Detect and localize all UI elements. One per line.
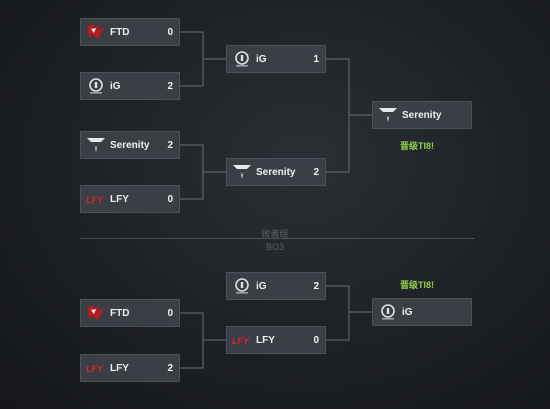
team-name: iG xyxy=(256,53,267,65)
upper-r1-slot-ftd[interactable]: FTD 0 xyxy=(80,18,180,46)
serenity-logo-icon xyxy=(85,135,107,155)
ig-logo-icon xyxy=(231,49,253,69)
lfy-logo-icon: LFY xyxy=(85,189,107,209)
lfy-logo-icon: LFY xyxy=(231,330,253,350)
upper-r2-slot-serenity[interactable]: Serenity 2 xyxy=(226,158,326,186)
ig-logo-icon xyxy=(85,76,107,96)
team-score: 2 xyxy=(167,362,173,374)
ftd-logo-icon xyxy=(85,303,107,323)
upper-winner-slot-serenity[interactable]: Serenity xyxy=(372,101,472,129)
ftd-logo-icon xyxy=(85,22,107,42)
svg-text:LFY: LFY xyxy=(232,336,250,346)
team-name: Serenity xyxy=(402,109,442,121)
svg-text:LFY: LFY xyxy=(86,195,104,205)
team-name: LFY xyxy=(110,193,129,205)
upper-r1-slot-ig[interactable]: iG 2 xyxy=(80,72,180,100)
lower-winner-slot-ig[interactable]: iG xyxy=(372,298,472,326)
team-score: 2 xyxy=(313,166,319,178)
ig-logo-icon xyxy=(377,302,399,322)
upper-r2-slot-ig[interactable]: iG 1 xyxy=(226,45,326,73)
team-score: 2 xyxy=(313,280,319,292)
upper-promo-label: 晋级TI8! xyxy=(400,141,435,151)
team-score: 0 xyxy=(313,334,319,346)
lower-r2-slot-ig[interactable]: iG 2 xyxy=(226,272,326,300)
upper-r1-slot-serenity[interactable]: Serenity 2 xyxy=(80,131,180,159)
team-score: 1 xyxy=(313,53,319,65)
serenity-logo-icon xyxy=(377,105,399,125)
serenity-logo-icon xyxy=(231,162,253,182)
team-name: iG xyxy=(402,306,413,318)
lower-r1-slot-lfy[interactable]: LFY LFY 2 xyxy=(80,354,180,382)
team-name: iG xyxy=(110,80,121,92)
team-score: 0 xyxy=(167,193,173,205)
upper-r1-slot-lfy[interactable]: LFY LFY 0 xyxy=(80,185,180,213)
team-score: 2 xyxy=(167,80,173,92)
team-name: FTD xyxy=(110,307,130,319)
ig-logo-icon xyxy=(231,276,253,296)
team-score: 0 xyxy=(167,26,173,38)
team-name: Serenity xyxy=(256,166,296,178)
lower-r2-slot-lfy[interactable]: LFY LFY 0 xyxy=(226,326,326,354)
lower-promo-label: 晋级TI8! xyxy=(400,280,435,290)
team-name: Serenity xyxy=(110,139,150,151)
team-name: LFY xyxy=(110,362,129,374)
team-score: 2 xyxy=(167,139,173,151)
lower-bracket-format: BO3 xyxy=(265,242,284,252)
lfy-logo-icon: LFY xyxy=(85,358,107,378)
team-name: LFY xyxy=(256,334,275,346)
lower-r1-slot-ftd[interactable]: FTD 0 xyxy=(80,299,180,327)
team-score: 0 xyxy=(167,307,173,319)
lower-bracket-title: 败者组 xyxy=(261,229,289,239)
svg-text:LFY: LFY xyxy=(86,364,104,374)
team-name: iG xyxy=(256,280,267,292)
team-name: FTD xyxy=(110,26,130,38)
section-divider xyxy=(80,238,475,239)
